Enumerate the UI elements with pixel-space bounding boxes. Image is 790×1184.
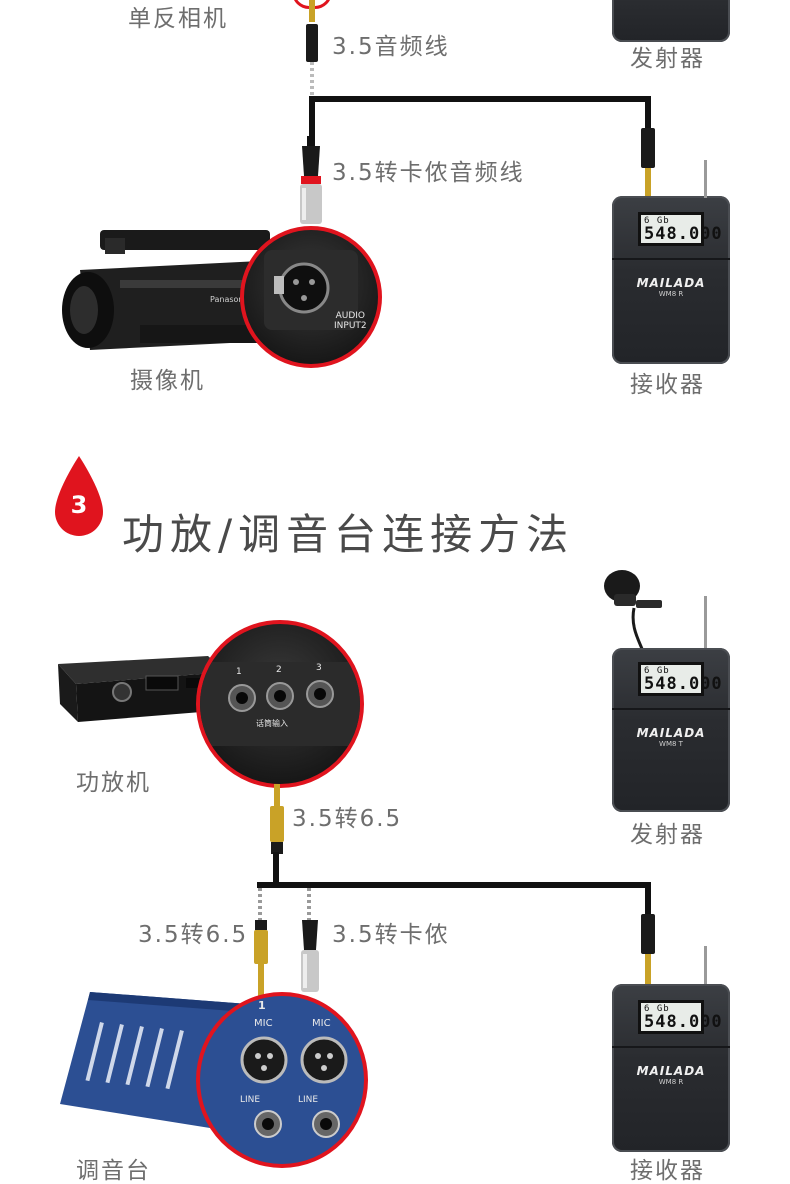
receiver-s2-lcd: 6 Gb 548.000 <box>638 212 723 246</box>
section-number-drop-icon <box>55 456 103 536</box>
xlr-plug-s2 <box>300 136 322 224</box>
cable-label-35-audio: 3.5音频线 <box>332 34 450 60</box>
receiver-s2-brand: MAILADA <box>636 276 706 290</box>
lcd-frequency-text: 548.000 <box>644 224 723 244</box>
mixer-line-label-1: LINE <box>240 1095 261 1105</box>
section-title: 功放/调音台连接方法 <box>122 510 575 560</box>
cable-s3-branch-left <box>258 888 262 924</box>
receiver-s3-model: WM8 R <box>658 1078 684 1086</box>
transmitter-s3-brand: MAILADA <box>636 726 706 740</box>
mixer-label: 调音台 <box>76 1158 151 1184</box>
mixer-line-jacks-icon <box>254 1110 340 1138</box>
receiver-label-s3: 接收器 <box>630 1158 705 1184</box>
transmitter-s3-model: WM8 T <box>659 740 683 748</box>
transmitter-label-s3: 发射器 <box>630 822 705 848</box>
lcd-frequency-text: 548.000 <box>644 674 723 694</box>
cable-label-35-65-top: 3.5转6.5 <box>292 806 403 832</box>
cable-s3-vertical-right <box>645 882 651 918</box>
jack-plug-receiver-s2 <box>641 128 655 198</box>
amp-mic-input-caption: 话筒输入 <box>256 719 288 728</box>
camcorder-image: Panasonic <box>62 230 290 350</box>
cable-label-35-65-left: 3.5转6.5 <box>138 922 249 948</box>
transmitter-device-top <box>612 0 730 42</box>
lcd-top-text: 6 Gb <box>644 666 670 676</box>
camcorder-label: 摄像机 <box>130 368 205 394</box>
mixer-line-label-2: LINE <box>298 1095 319 1105</box>
receiver-device-s2: 6 Gb 548.000 MAILADA WM8 R <box>612 196 730 364</box>
mixer-mic-label-2: MIC <box>312 1018 331 1029</box>
amplifier-image <box>58 656 226 722</box>
xlr-plug-s3 <box>301 920 319 992</box>
input2-text: INPUT2 <box>334 320 367 331</box>
cable-s2-vertical-right <box>645 96 651 130</box>
cable-label-35-xlr-s2: 3.5转卡侬音频线 <box>332 160 525 186</box>
transmitter-s3-antenna <box>704 596 707 650</box>
lcd-top-text: 6 Gb <box>644 1004 670 1014</box>
jack-plug-65-amp <box>270 784 284 854</box>
amp-jack-sockets-icon <box>228 680 334 712</box>
amp-port-3-label: 3 <box>316 663 322 673</box>
audio-text: AUDIO <box>335 311 366 321</box>
amp-port-1-label: 1 <box>236 667 242 677</box>
receiver-device-s3: 6 Gb 548.000 MAILADA WM8 R <box>612 984 730 1152</box>
amp-port-2-label: 2 <box>276 665 282 675</box>
camcorder-audio-input-text: AUDIO INPUT2 <box>334 311 367 332</box>
jack-plug-65-mixer <box>254 920 268 996</box>
lcd-top-text: 6 Gb <box>644 216 670 226</box>
mixer-xlr-sockets-icon <box>240 1036 348 1084</box>
cable-s3-vertical-center <box>273 852 279 886</box>
lavalier-microphone-icon <box>604 570 662 654</box>
cable-s3-horizontal <box>257 882 651 888</box>
transmitter-s3-lcd: 6 Gb 548.000 <box>638 662 723 696</box>
receiver-s2-antenna <box>704 160 707 198</box>
cable-label-35-xlr-s3: 3.5转卡侬 <box>332 922 450 948</box>
mixer-channel-number: 1 <box>258 999 266 1012</box>
cable-s2-horizontal <box>309 96 651 102</box>
lcd-frequency-text: 548.000 <box>644 1012 723 1032</box>
receiver-s3-brand: MAILADA <box>636 1064 706 1078</box>
mixer-mic-label-1: MIC <box>254 1018 273 1029</box>
receiver-s3-antenna <box>704 946 707 986</box>
camcorder-port-zoom-circle: AUDIO INPUT2 <box>240 226 382 368</box>
receiver-s3-lcd: 6 Gb 548.000 <box>638 1000 723 1034</box>
xlr-socket-icon <box>264 250 358 330</box>
receiver-s2-model: WM8 R <box>658 290 684 298</box>
jack-plug-35-top <box>306 0 318 100</box>
amplifier-label: 功放机 <box>76 770 151 796</box>
jack-plug-receiver-s3 <box>641 914 655 986</box>
transmitter-label-top: 发射器 <box>630 46 705 72</box>
mixer-input-zoom-circle: 1 MIC MIC LINE LINE <box>196 992 368 1168</box>
section-number: 3 <box>70 491 88 519</box>
receiver-label-s2: 接收器 <box>630 372 705 398</box>
camcorder-brand-text: Panasonic <box>210 295 250 304</box>
cable-s3-branch-right <box>307 888 311 924</box>
cable-s2-vertical-left <box>309 98 315 140</box>
transmitter-device-s3: 6 Gb 548.000 MAILADA WM8 T <box>612 648 730 812</box>
amplifier-input-zoom-circle: 1 2 3 话筒输入 <box>196 620 364 788</box>
dslr-camera-label: 单反相机 <box>128 6 228 32</box>
